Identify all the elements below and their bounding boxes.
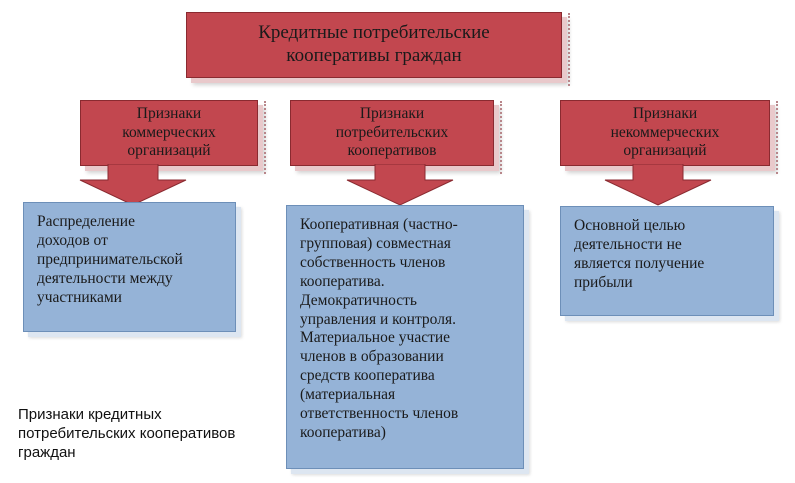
diagram-title-box: Кредитные потребительские кооперативы гр… (186, 12, 570, 86)
category-noncommercial-label: Признаки некоммерческих организаций (610, 105, 720, 160)
figure-caption: Признаки кредитных потребительских коопе… (18, 405, 298, 463)
figure-caption-text: Признаки кредитных потребительских коопе… (18, 406, 236, 462)
down-arrow-icon (79, 164, 187, 206)
description-commercial-text: Распределение доходов от предприниматель… (37, 213, 183, 306)
category-commercial-label: Признаки коммерческих организаций (122, 105, 216, 160)
description-commercial-box: Распределение доходов от предприниматель… (23, 202, 236, 332)
down-arrow-icon (346, 164, 454, 206)
category-commercial-box: Признаки коммерческих организаций (80, 100, 266, 174)
description-consumer-coop-box: Кооперативная (частно- групповая) совмес… (286, 205, 524, 469)
diagram-title: Кредитные потребительские кооперативы гр… (258, 22, 490, 66)
description-noncommercial-text: Основной целью деятельности не является … (574, 217, 705, 291)
down-arrow-icon (604, 164, 712, 206)
description-consumer-coop-text: Кооперативная (частно- групповая) совмес… (300, 216, 459, 441)
category-noncommercial-box: Признаки некоммерческих организаций (560, 100, 778, 174)
category-consumer-coop-box: Признаки потребительских кооперативов (290, 100, 502, 174)
description-noncommercial-box: Основной целью деятельности не является … (560, 206, 774, 316)
category-consumer-coop-label: Признаки потребительских кооперативов (335, 105, 449, 160)
